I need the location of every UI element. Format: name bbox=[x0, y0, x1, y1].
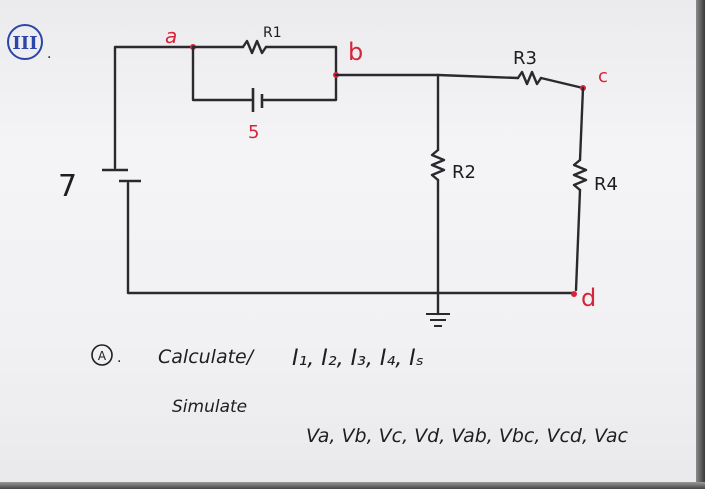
task-marker-dot: . bbox=[117, 350, 121, 366]
section-marker: III . bbox=[7, 24, 51, 62]
wire-b-r3 bbox=[334, 73, 520, 80]
wire-bottom bbox=[126, 181, 574, 295]
wire-r1-b bbox=[264, 45, 338, 77]
calculate-label: Calculate/ bbox=[158, 346, 256, 368]
resistor-r2 bbox=[430, 148, 446, 182]
source-7-label: 7 bbox=[58, 169, 77, 204]
r1-label: R1 bbox=[263, 25, 282, 41]
simulate-label: Simulate bbox=[172, 397, 247, 417]
source-5-label: 5 bbox=[248, 122, 259, 143]
task-marker: A bbox=[98, 349, 107, 363]
node-a-label: a bbox=[165, 24, 177, 48]
section-circle bbox=[7, 24, 43, 60]
r4-label: R4 bbox=[594, 174, 618, 195]
ground-symbol bbox=[426, 291, 450, 327]
node-d-dot bbox=[571, 291, 577, 297]
node-b-label: b bbox=[348, 38, 363, 66]
node-c-label: c bbox=[598, 66, 608, 87]
r3-label: R3 bbox=[513, 48, 537, 69]
r2-label: R2 bbox=[452, 162, 476, 183]
task-marker-circle bbox=[91, 344, 113, 366]
wire-a-source5 bbox=[191, 45, 253, 102]
resistor-r1 bbox=[241, 39, 268, 55]
currents-list: I₁, I₂, I₃, I₄, Iₛ bbox=[292, 346, 424, 371]
wire-left-top bbox=[113, 45, 195, 170]
whiteboard-frame-bottom bbox=[0, 482, 705, 489]
section-numeral: III bbox=[12, 33, 37, 54]
wire-source5-b bbox=[262, 73, 338, 102]
wire-r3-c bbox=[539, 76, 585, 90]
section-dot: . bbox=[47, 46, 51, 62]
wire-c-r4 bbox=[578, 86, 585, 162]
resistor-r3 bbox=[516, 70, 543, 86]
node-d-label: d bbox=[581, 284, 596, 312]
voltages-list: Va, Vb, Vc, Vd, Vab, Vbc, Vcd, Vac bbox=[306, 425, 628, 447]
resistor-r4 bbox=[572, 158, 588, 192]
wire-r4-d bbox=[574, 188, 582, 292]
whiteboard-frame-right bbox=[696, 0, 705, 489]
